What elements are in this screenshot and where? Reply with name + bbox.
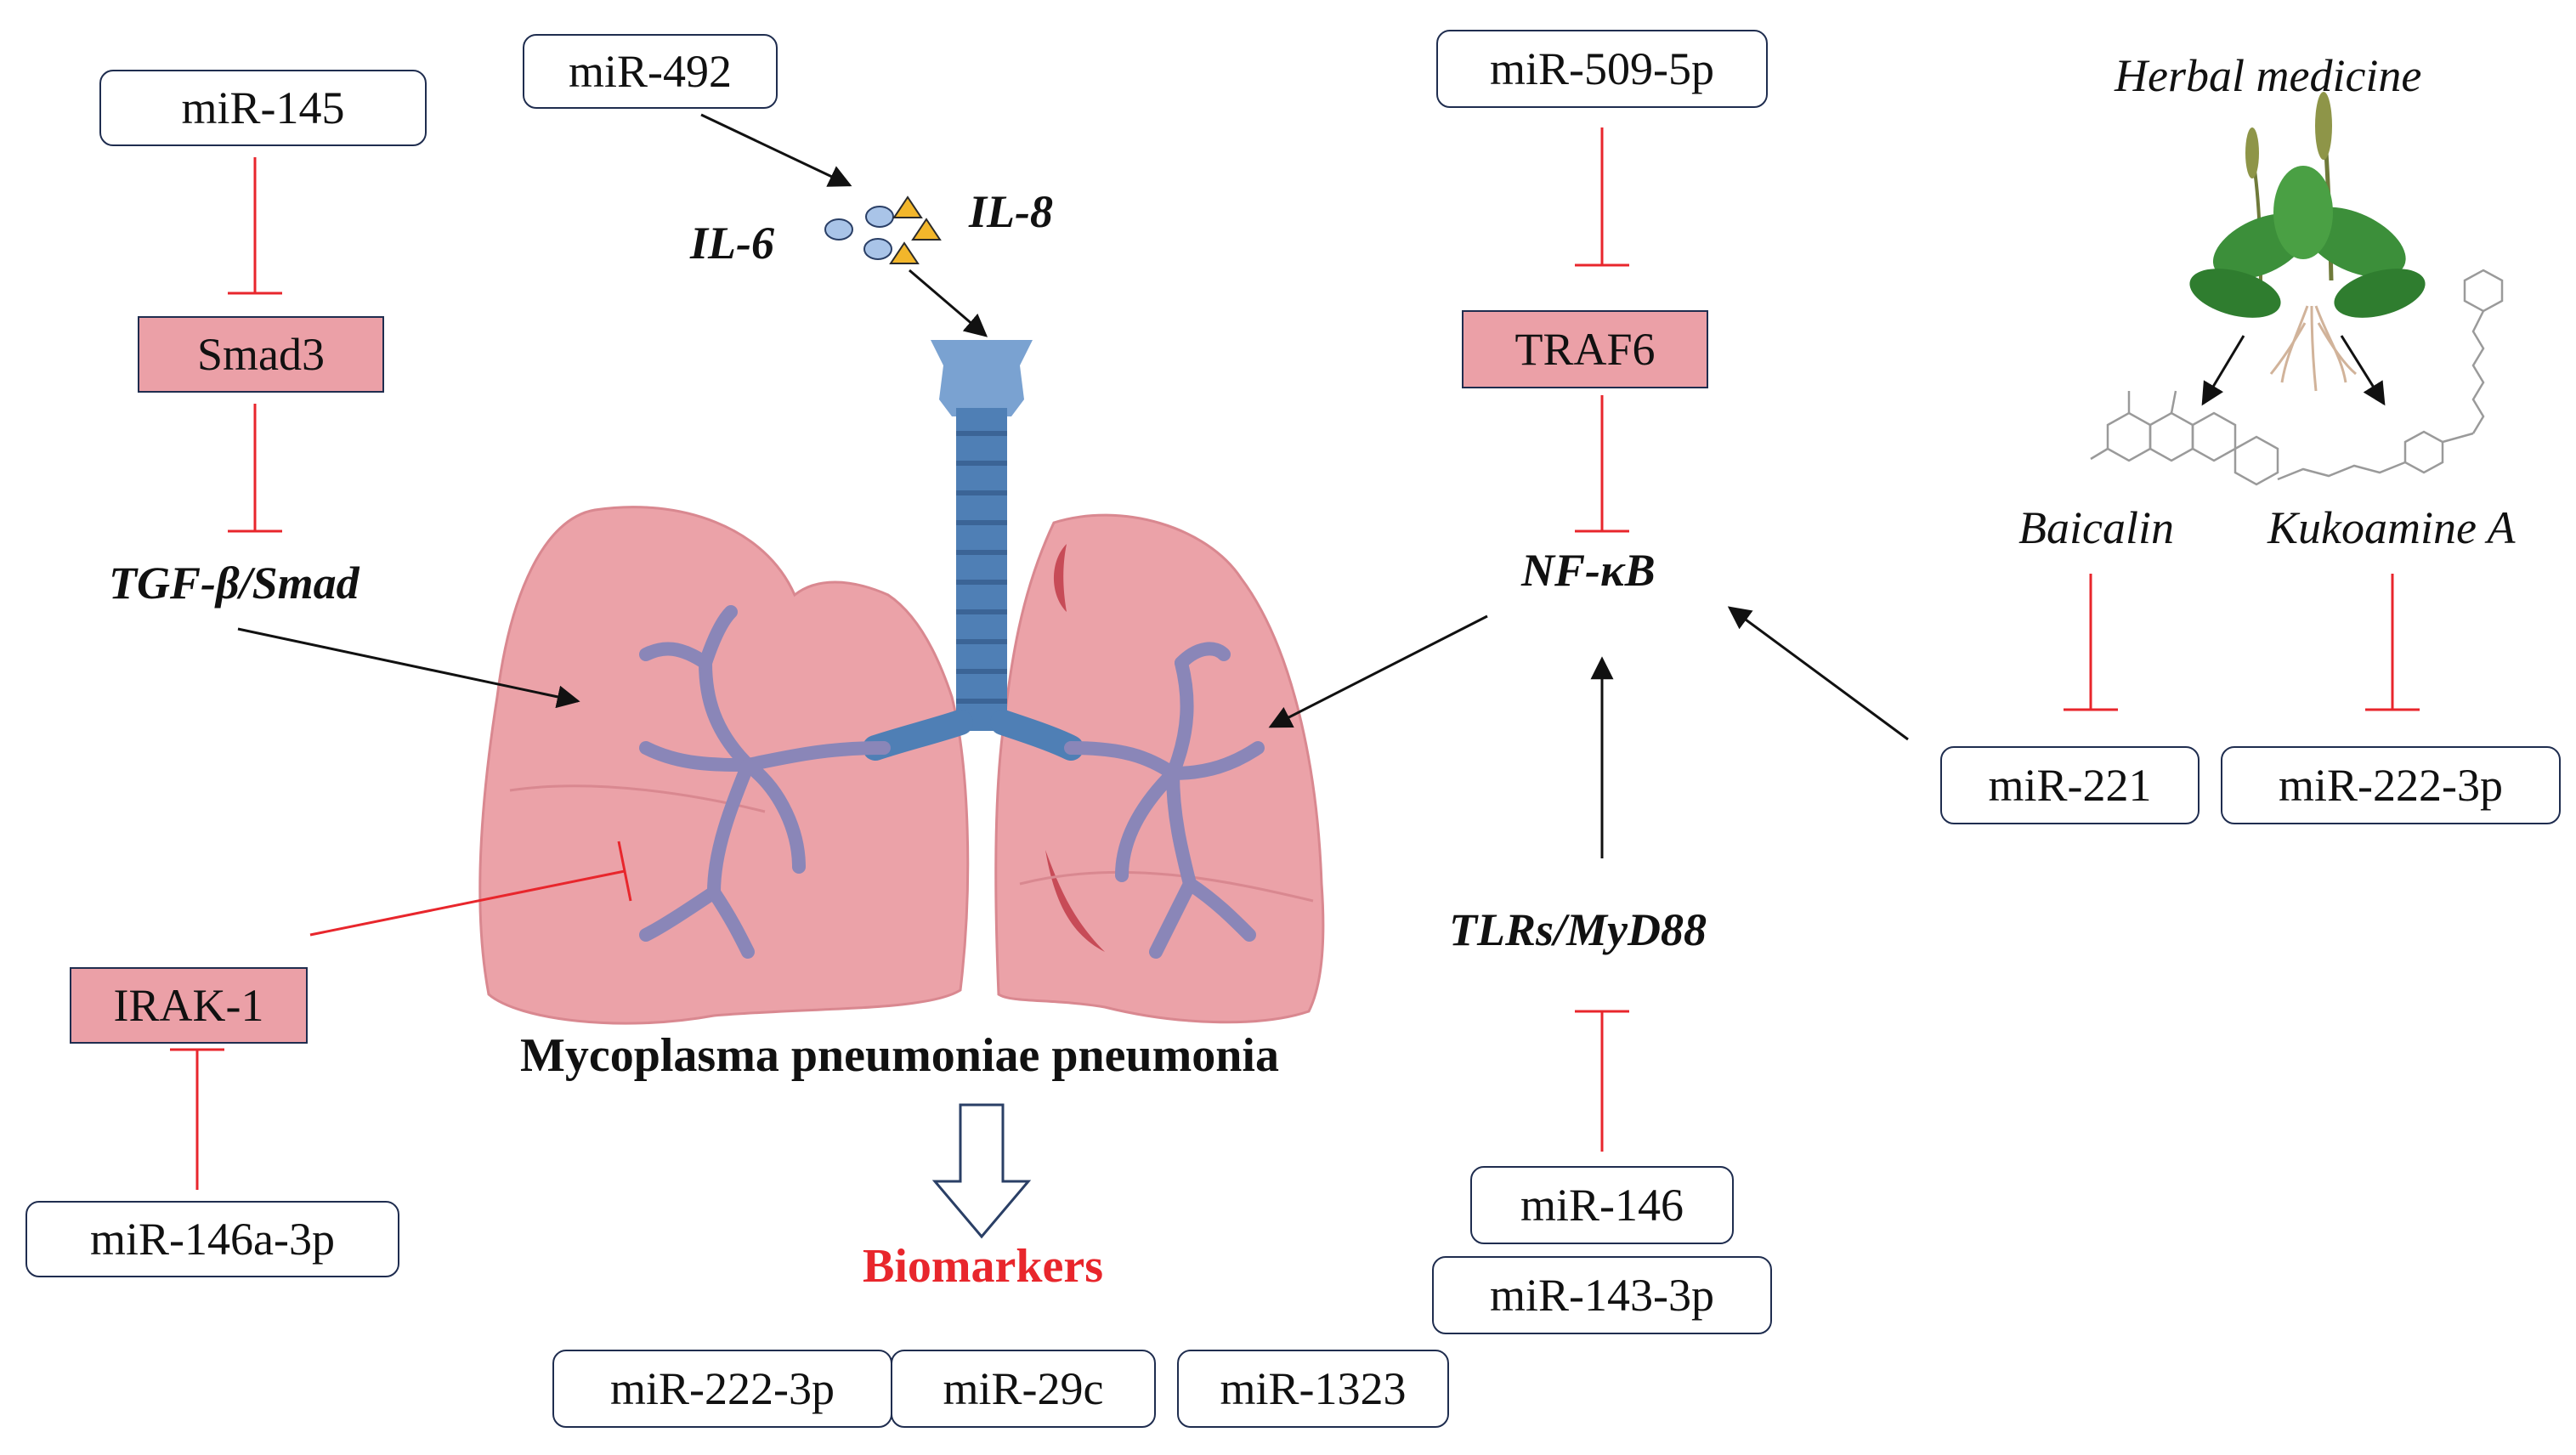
node-mir-492: miR-492	[523, 34, 778, 109]
label-biomarker-mir-1323: miR-1323	[1220, 1363, 1407, 1414]
biomarkers-label: Biomarkers	[863, 1240, 1104, 1293]
node-tgf-smad: TGF-β/Smad	[109, 558, 360, 609]
disease-label: Mycoplasma pneumoniae pneumonia	[520, 1029, 1279, 1082]
label-mir-143-3p: miR-143-3p	[1490, 1270, 1714, 1321]
node-mir-145: miR-145	[99, 70, 427, 146]
node-kukoamine-a: Kukoamine A	[2267, 502, 2516, 553]
hollow-down-arrow	[931, 1103, 1032, 1239]
arrow-nfkb-to-lungs	[1268, 614, 1488, 728]
label-irak-1: IRAK-1	[113, 980, 264, 1031]
arrow-mir492-to-cytokines	[700, 113, 852, 187]
label-smad3: Smad3	[196, 329, 325, 380]
biomarker-mir-1323: miR-1323	[1177, 1350, 1449, 1428]
node-baicalin: Baicalin	[2018, 502, 2174, 553]
label-mir-492: miR-492	[568, 46, 732, 97]
label-mir-221: miR-221	[1988, 760, 2152, 811]
node-nf-kb: NF-κB	[1521, 545, 1656, 596]
label-biomarker-mir-222-3p: miR-222-3p	[610, 1363, 835, 1414]
arrow-plant-to-kukoamine	[2340, 335, 2386, 406]
arrow-tgf-to-lungs	[237, 627, 580, 709]
label-mir-145: miR-145	[181, 82, 345, 133]
label-mir-146: miR-146	[1520, 1180, 1684, 1231]
kukoamine-structure	[2277, 269, 2504, 481]
node-tlrs-myd88: TLRs/MyD88	[1449, 904, 1707, 955]
label-il-8: IL-8	[969, 186, 1053, 237]
node-irak-1: IRAK-1	[70, 967, 308, 1044]
arrow-plant-to-baicalin	[2201, 335, 2245, 406]
inhibition-lines	[170, 127, 2420, 1190]
cytokine-glyphs	[824, 195, 942, 264]
baicalin-structure	[2090, 390, 2279, 486]
arrow-cytokines-to-trachea	[909, 269, 988, 337]
label-traf6: TRAF6	[1514, 324, 1656, 375]
herbal-medicine-label: Herbal medicine	[2115, 50, 2422, 101]
label-biomarker-mir-29c: miR-29c	[943, 1363, 1104, 1414]
biomarker-mir-29c: miR-29c	[891, 1350, 1156, 1428]
biomarker-mir-222-3p: miR-222-3p	[552, 1350, 892, 1428]
label-mir-509-5p: miR-509-5p	[1490, 43, 1714, 94]
node-mir-509-5p: miR-509-5p	[1436, 30, 1768, 108]
node-mir-146: miR-146	[1470, 1166, 1734, 1244]
node-mir-143-3p: miR-143-3p	[1432, 1256, 1772, 1334]
label-mir-146a-3p: miR-146a-3p	[90, 1214, 335, 1265]
activation-arrows	[237, 113, 2386, 858]
node-mir-222-3p-right: miR-222-3p	[2221, 746, 2561, 824]
lungs-illustration	[478, 340, 1325, 1025]
herbal-plant-illustration	[2189, 92, 2426, 392]
node-traf6: TRAF6	[1462, 310, 1708, 388]
node-mir-146a-3p: miR-146a-3p	[25, 1201, 399, 1277]
label-mir-222-3p-right: miR-222-3p	[2279, 760, 2503, 811]
arrow-mir221-to-nfkb	[1727, 606, 1909, 741]
label-il-6: IL-6	[690, 218, 774, 269]
node-mir-221: miR-221	[1940, 746, 2200, 824]
node-smad3: Smad3	[138, 316, 384, 393]
bronchial-tree	[639, 605, 1265, 959]
